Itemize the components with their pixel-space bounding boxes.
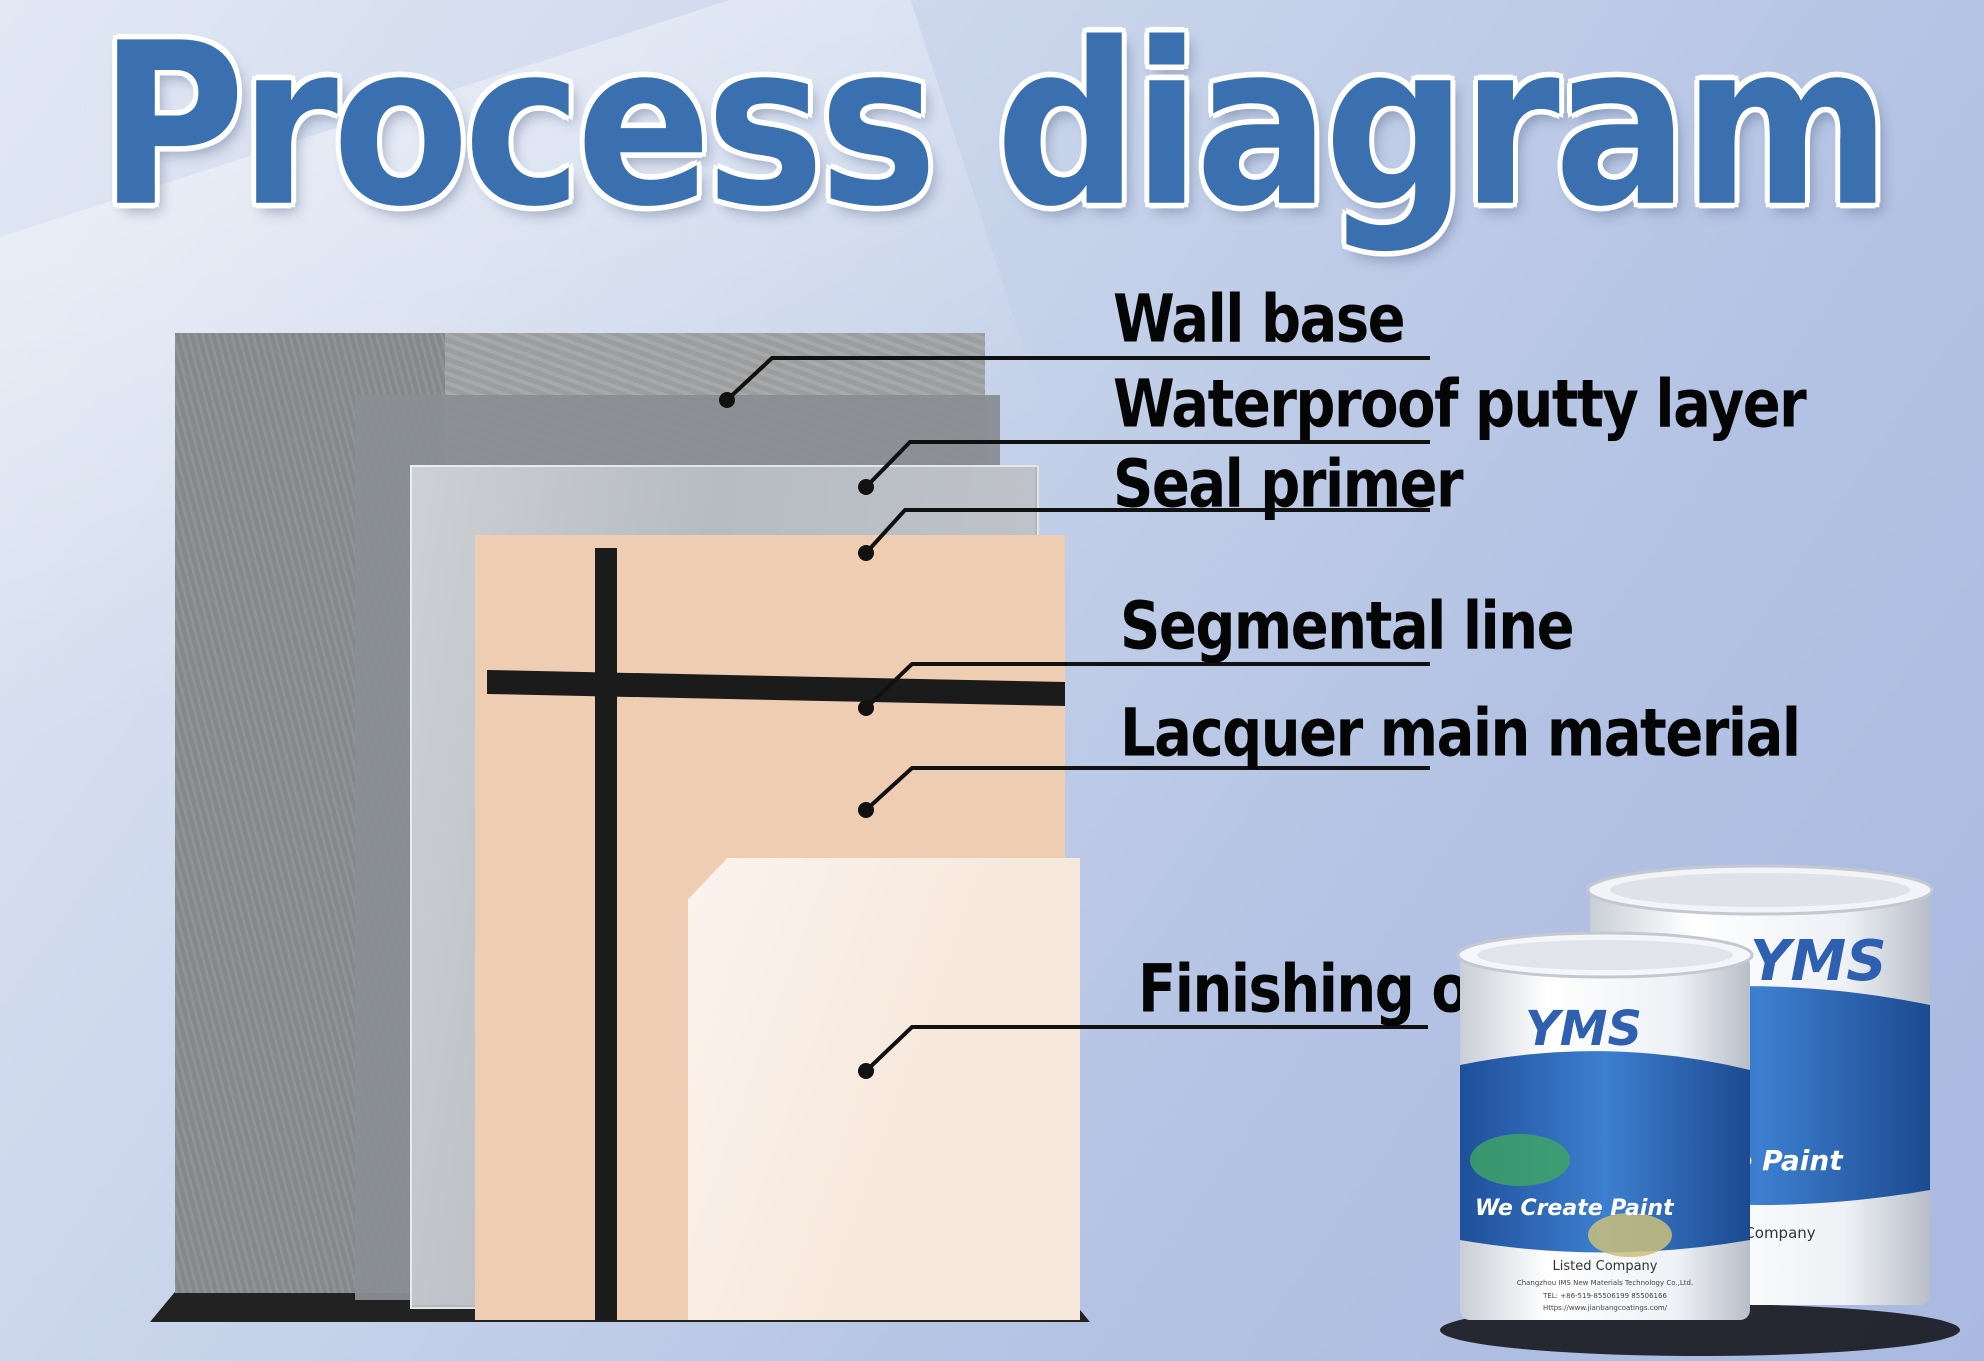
dot-segmental [858,700,874,716]
brand-logo: YMS [1525,1001,1642,1057]
label-lacquer-main: Lacquer main material [1120,695,1801,773]
finishing-oil-gloss [688,858,1080,1320]
paint-cans-image: YMS te Paint d Company YMS We Create Pai… [1440,864,1960,1356]
svg-text:d Company: d Company [1730,1224,1816,1242]
company-tel: TEL: +86-519-85506199 85506166 [1542,1292,1667,1300]
svg-text:YMS: YMS [1750,929,1887,994]
leader-wall-base [725,356,1430,402]
company-tag: Listed Company [1553,1259,1658,1274]
segmental-line-vertical [595,548,617,1320]
label-wall-base: Wall base [1113,281,1406,359]
leader-finishing [864,1025,1428,1073]
dot-wall-base [719,392,735,408]
label-segmental-line: Segmental line [1120,588,1575,666]
dot-lacquer [858,802,874,818]
paint-can-front: YMS We Create Paint Listed Company Chang… [1456,931,1754,1320]
dot-finishing [858,1063,874,1079]
label-seal-primer: Seal primer [1113,446,1464,524]
label-finishing-oil: Finishing oil [1138,951,1505,1029]
company-website: Https://www.jianbangcoatings.com/ [1543,1304,1668,1312]
leader-primer [864,508,1430,555]
product-slogan: We Create Paint [1475,1196,1675,1221]
dot-putty [858,479,874,495]
leader-lacquer [864,766,1430,812]
leader-putty [864,440,1430,489]
page-title: Process diagram [98,0,1891,257]
leader-segmental [864,662,1430,710]
label-waterproof-putty: Waterproof putty layer [1113,366,1807,444]
company-name: Changzhou IMS New Materials Technology C… [1517,1279,1693,1287]
dot-primer [858,545,874,561]
